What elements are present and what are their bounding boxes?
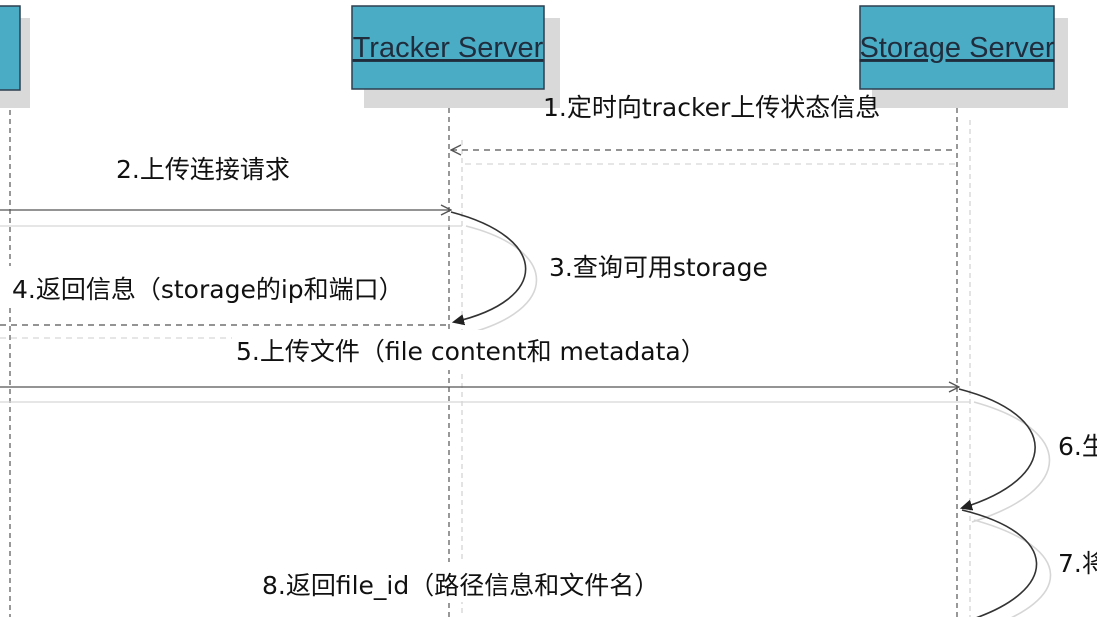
message-6-loop xyxy=(958,388,1036,508)
storage-actor-label: Storage Server xyxy=(859,32,1054,64)
message-3-loop xyxy=(450,211,527,322)
storage-actor: Storage Server xyxy=(859,5,1068,108)
tracker-actor-label: Tracker Server xyxy=(353,32,544,64)
message-5-label-bg xyxy=(232,330,672,370)
message-3-loop-shadow xyxy=(465,225,538,335)
message-4-label: 4.返回信息（storage的ip和端口） xyxy=(12,275,404,304)
message-7-label: 7.将 xyxy=(1058,549,1097,578)
message-7-loop-shadow xyxy=(973,519,1052,617)
tracker-actor: Tracker Server xyxy=(351,5,560,108)
message-7-loop xyxy=(961,509,1038,617)
message-2-label: 2.上传连接请求 xyxy=(116,155,290,184)
message-6-label: 6.生 xyxy=(1058,432,1097,461)
message-3-label: 3.查询可用storage xyxy=(549,253,768,282)
message-8-label: 8.返回file_id（路径信息和文件名） xyxy=(262,571,659,600)
client-actor xyxy=(0,5,30,108)
message-8-label-bg xyxy=(256,562,648,602)
message-5-label: 5.上传文件（file content和 metadata） xyxy=(236,337,706,366)
message-4-label-bg xyxy=(6,266,390,306)
message-6-loop-shadow xyxy=(971,401,1051,523)
message-1-label: 1.定时向tracker上传状态信息 xyxy=(543,93,880,122)
